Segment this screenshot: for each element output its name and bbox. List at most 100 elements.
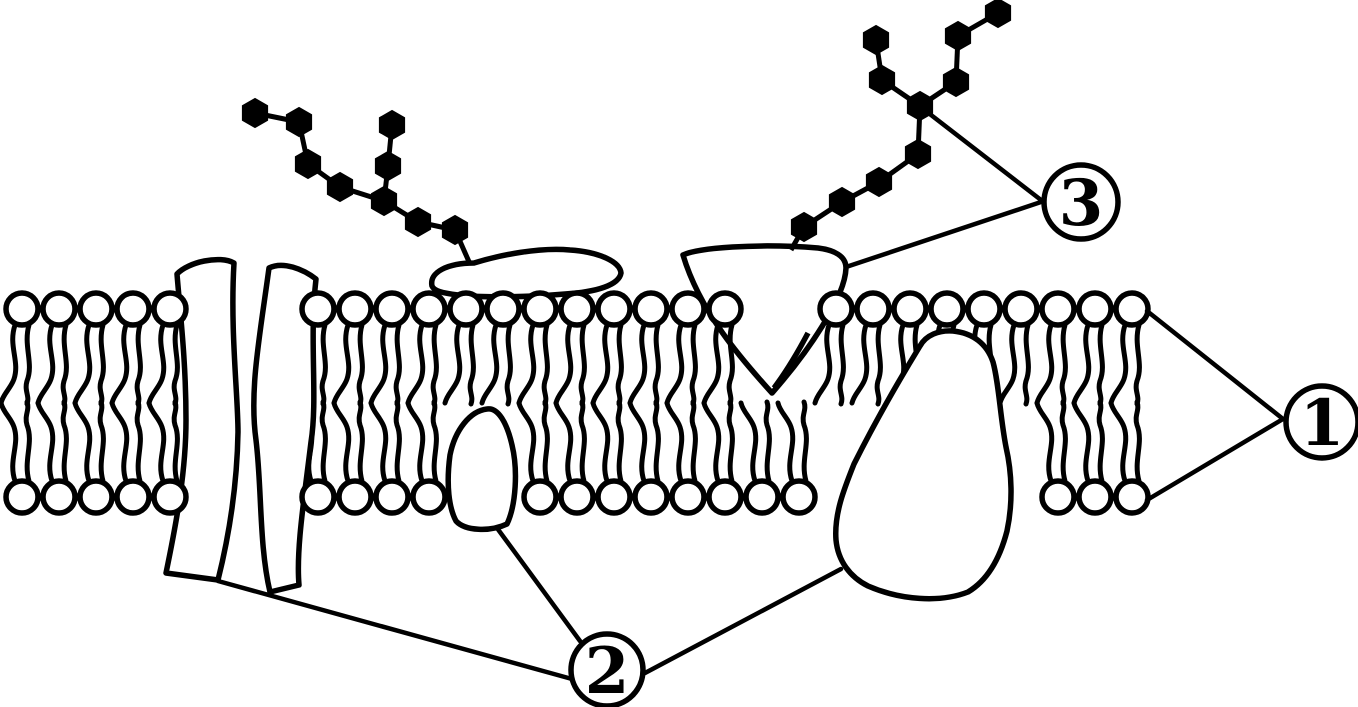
phospholipid-tail (1096, 322, 1105, 407)
leader-1-from-top-layer (1144, 308, 1286, 422)
phospholipid-tail (615, 322, 624, 407)
phospholipid-tail (689, 322, 698, 407)
phospholipid-tail (652, 399, 661, 484)
phospholipid-head-top (891, 290, 929, 328)
phospholipid-head-top (114, 290, 152, 328)
phospholipid-tail (504, 322, 513, 407)
phospholipid-tail (664, 400, 685, 484)
phospholipid-head-top (1076, 290, 1114, 328)
phospholipid-head-bottom (632, 478, 670, 516)
phospholipid-tail (775, 400, 796, 484)
sugar-unit-hexagon (862, 24, 890, 56)
phospholipid-tail (134, 322, 143, 407)
phospholipid-tail (1071, 322, 1092, 406)
embedded-protein-small (445, 406, 519, 532)
phospholipid-tail (553, 322, 574, 406)
phospholipid-tail (701, 322, 722, 406)
phospholipid-tail (837, 322, 846, 407)
phospholipid-tail (1133, 399, 1142, 484)
phospholipid-tail (726, 399, 735, 484)
phospholipid-head-top (817, 290, 855, 328)
phospholipid-tail (393, 322, 402, 407)
phospholipid-tail (578, 399, 587, 484)
phospholipid-tail (356, 322, 365, 407)
leader-lines (215, 105, 1286, 682)
phospholipid-tail (405, 400, 426, 484)
phospholipid-head-bottom (3, 478, 41, 516)
leader-2-from-filament-protein (215, 578, 575, 682)
phospholipid-head-bottom (77, 478, 115, 516)
phospholipid-tail (319, 399, 328, 484)
label-1-digit: 1 (1300, 386, 1345, 461)
membrane-proteins (163, 243, 1014, 602)
phospholipid-tail (171, 399, 180, 484)
phospholipid-tail (356, 399, 365, 484)
leader-2-from-large-protein (642, 566, 844, 676)
sugar-unit-hexagon (828, 186, 856, 218)
phospholipid-tail (689, 399, 698, 484)
phospholipid-head-top (558, 290, 596, 328)
label-1-phospholipid-bilayer: 1 (1283, 383, 1358, 461)
phospholipid-head-top (299, 290, 337, 328)
phospholipid-tail (541, 322, 550, 407)
phospholipid-tail (109, 400, 130, 484)
phospholipid-tail (0, 400, 19, 484)
phospholipid-tail (701, 400, 722, 484)
phospholipid-tail (72, 400, 93, 484)
phospholipid-tail (1059, 399, 1068, 484)
phospholipid-head-bottom (521, 478, 559, 516)
phospholipid-tail (72, 322, 93, 406)
phospholipid-tail (738, 400, 759, 484)
phospholipid-head-bottom (780, 478, 818, 516)
sugar-unit-hexagon (441, 214, 469, 246)
phospholipid-tail (664, 322, 685, 406)
phospholipid-tail (1034, 322, 1055, 406)
phospholipid-head-bottom (669, 478, 707, 516)
phospholipid-tail (23, 399, 32, 484)
sugar-unit-hexagon (865, 166, 893, 198)
phospholipid-tail (1133, 322, 1142, 407)
phospholipid-tail (1059, 322, 1068, 407)
phospholipid-head-top (484, 290, 522, 328)
phospholipid-head-bottom (743, 478, 781, 516)
phospholipid-tail (578, 322, 587, 407)
phospholipid-tail (553, 400, 574, 484)
label-2-digit: 2 (585, 634, 630, 707)
phospholipid-tail (541, 399, 550, 484)
phospholipid-head-top (928, 290, 966, 328)
phospholipid-head-top (965, 290, 1003, 328)
phospholipid-head-bottom (373, 478, 411, 516)
label-2-circle (568, 631, 646, 707)
phospholipid-head-top (706, 290, 744, 328)
phospholipid-tail (23, 322, 32, 407)
phospholipid-tail (516, 400, 537, 484)
phospholipid-tail (812, 322, 833, 406)
carbohydrate-chain-left (241, 97, 473, 266)
phospholipid-head-top (40, 290, 78, 328)
phospholipid-tail (874, 322, 883, 407)
phospholipid-tail (331, 400, 352, 484)
phospholipid-head-top (521, 290, 559, 328)
phospholipid-tail (430, 322, 439, 407)
phospholipid-tail (1034, 400, 1055, 484)
sugar-unit-hexagon (942, 66, 970, 98)
sugar-unit-hexagon (944, 20, 972, 52)
phospholipid-tail (849, 322, 870, 406)
phospholipid-tail (97, 322, 106, 407)
sugar-unit-hexagon (374, 150, 402, 182)
sugar-unit-hexagon (790, 211, 818, 243)
leader-3-from-chain (919, 105, 1044, 203)
phospholipid-head-bottom (1039, 478, 1077, 516)
phospholipid-head-top (595, 290, 633, 328)
phospholipid-tail (368, 322, 389, 406)
phospholipid-head-bottom (336, 478, 374, 516)
phospholipid-tail (146, 322, 167, 406)
phospholipid-head-top (1113, 290, 1151, 328)
phospholipid-tail (1071, 400, 1092, 484)
leader-3-from-glycoprotein (843, 199, 1044, 270)
phospholipid-tail (60, 399, 69, 484)
phospholipid-tail (97, 399, 106, 484)
phospholipid-tail (60, 322, 69, 407)
